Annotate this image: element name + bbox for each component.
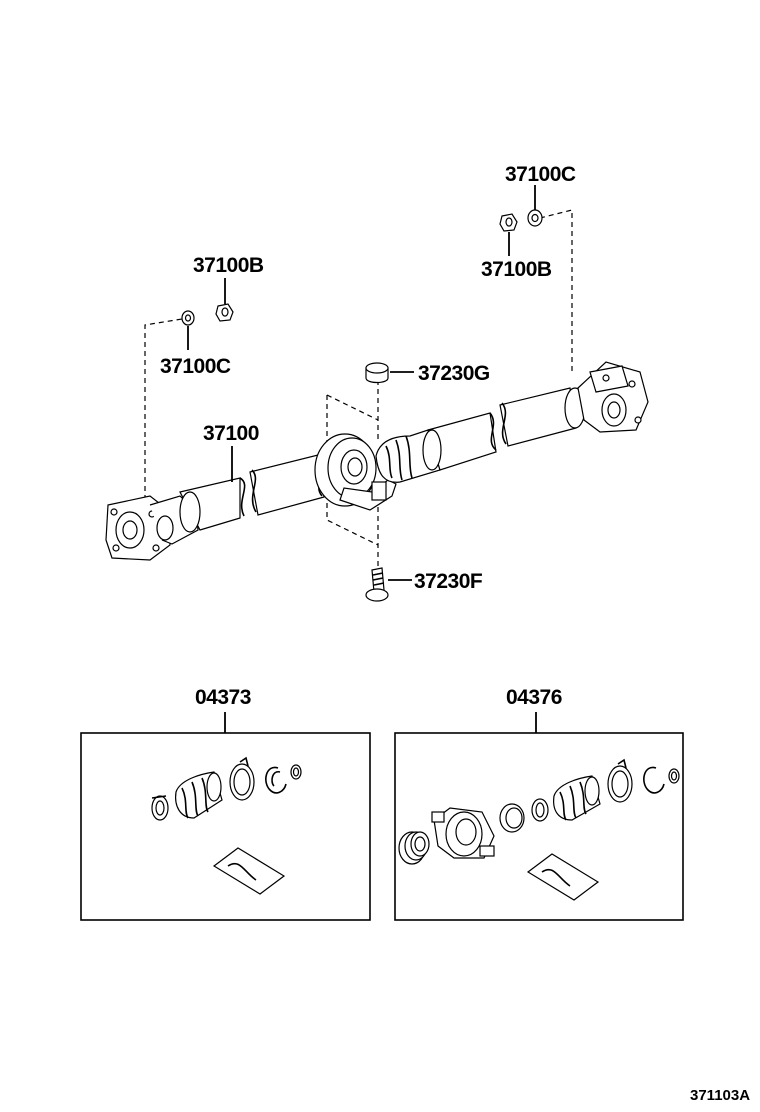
label-37100c-left: 37100C	[160, 355, 231, 378]
alignment-line-right	[539, 209, 573, 375]
right-flange-yoke	[577, 361, 649, 433]
kit-04373: 04373	[80, 686, 371, 921]
label-37100b-left: 37100B	[193, 254, 264, 277]
label-37230f: 37230F	[414, 570, 483, 593]
small-ring	[290, 764, 302, 780]
rear-tube	[375, 387, 586, 483]
center-support-bearing	[314, 433, 397, 511]
center-bearing-frame-left	[326, 395, 379, 546]
alignment-line-left	[144, 317, 189, 500]
label-37100: 37100	[203, 422, 259, 445]
washer-37100c-left	[181, 310, 195, 326]
label-37100c-top: 37100C	[505, 163, 576, 186]
washer-37100c-top	[527, 209, 543, 227]
nut-37100b-left	[215, 303, 234, 322]
snap-ring	[265, 766, 287, 794]
nut-37100b-right	[499, 213, 518, 232]
small-ring-2	[668, 768, 680, 784]
boot-04373	[175, 771, 223, 819]
kit-box-04373	[80, 732, 371, 921]
figure-code: 371103A	[690, 1087, 750, 1104]
spacer-37230g	[365, 362, 389, 384]
label-04376: 04376	[506, 686, 562, 709]
label-37100b-right: 37100B	[481, 258, 552, 281]
label-37230g: 37230G	[418, 362, 490, 385]
center-bearing-kit	[431, 807, 495, 859]
kit-04376: 04376	[394, 686, 684, 921]
grease-pack-2	[526, 853, 600, 901]
snap-ring-2	[643, 766, 665, 794]
kit-box-04376	[394, 732, 684, 921]
boot-clamp-large	[229, 756, 255, 801]
center-bearing-frame-top	[326, 394, 379, 421]
boot-clamp-small-2	[531, 798, 549, 822]
grease-pack	[212, 847, 286, 895]
boot-04376	[553, 775, 601, 821]
boot-clamp-small	[151, 795, 169, 821]
bolt-37230f	[365, 567, 389, 602]
propeller-shaft-assembly	[105, 185, 649, 602]
flange-ring	[499, 803, 525, 833]
boot-clamp-large-2	[607, 758, 633, 803]
dust-seal	[398, 831, 430, 865]
left-flange-yoke	[105, 495, 199, 561]
front-tube	[179, 454, 325, 533]
label-04373: 04373	[195, 686, 251, 709]
